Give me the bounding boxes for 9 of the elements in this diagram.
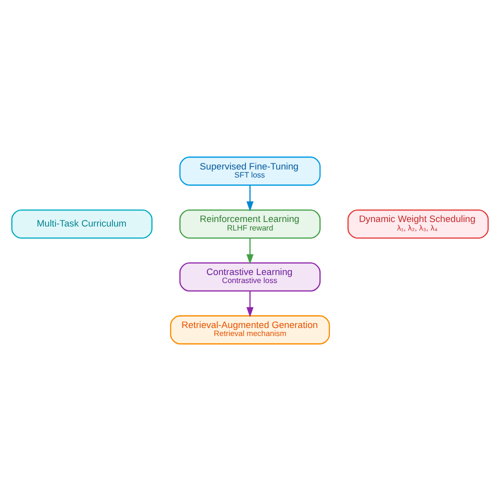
node-box: Multi-Task Curriculum — [11, 208, 153, 238]
node-box: Reinforcement Learning RLHF reward — [179, 208, 321, 238]
node-box: Dynamic Weight Scheduling λ₁, λ₂, λ₃, λ₄ — [347, 208, 489, 238]
node-box: Supervised Fine-Tuning SFT loss — [179, 156, 321, 186]
arrow — [246, 290, 254, 317]
arrow — [246, 184, 254, 211]
node-box: Contrastive Learning Contrastive loss — [179, 262, 321, 292]
node-box: Retrieval-Augmented Generation Retrieval mechanism — [170, 314, 330, 344]
arrow — [246, 238, 254, 264]
